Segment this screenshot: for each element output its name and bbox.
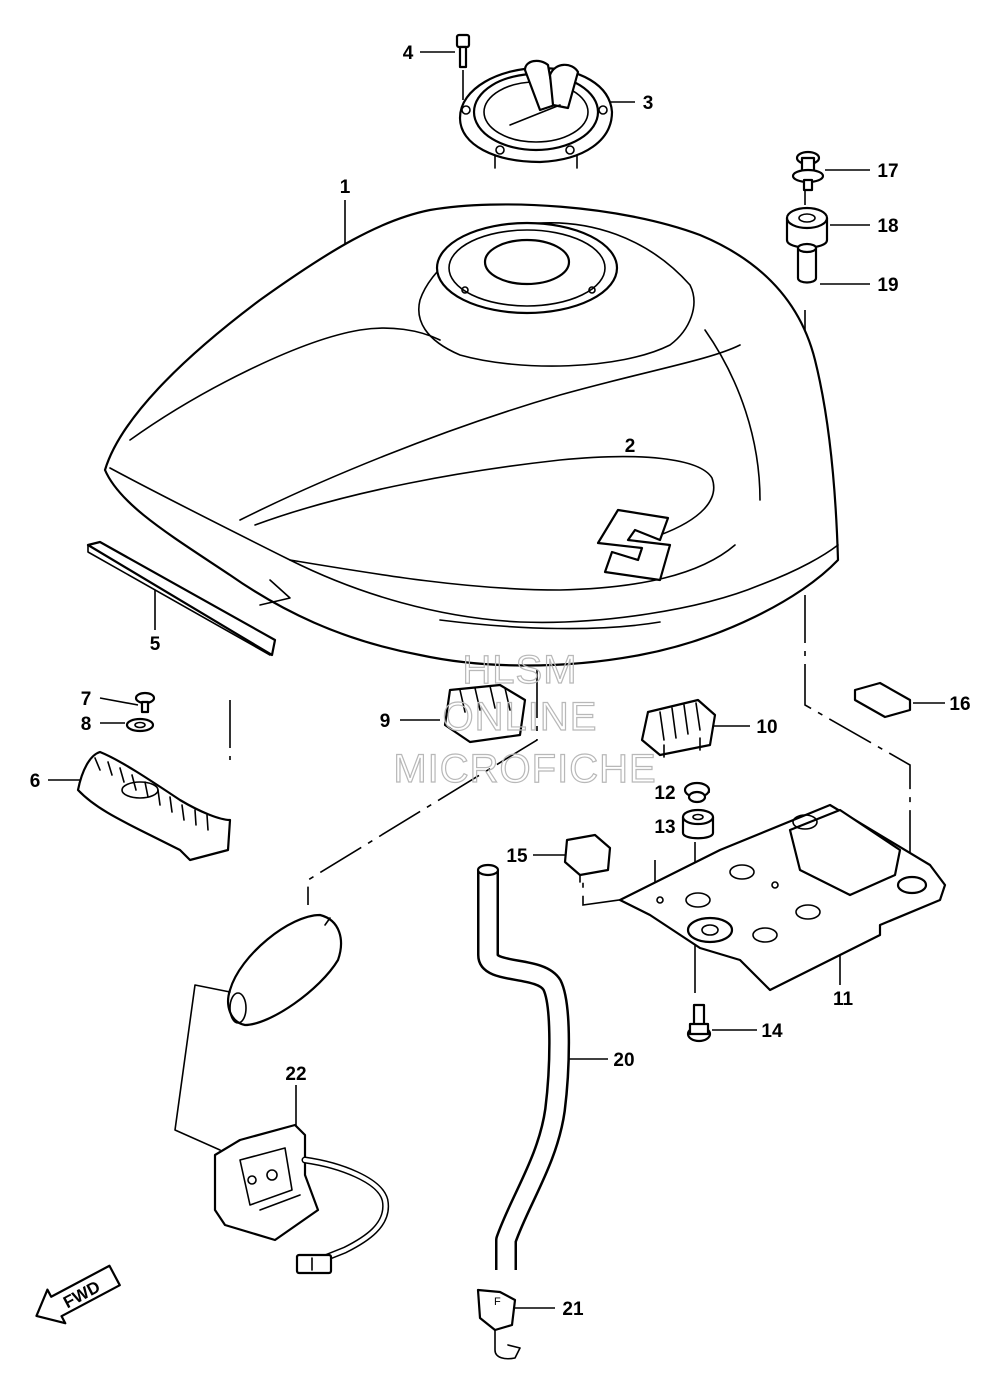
callout-13: 13 <box>654 817 675 838</box>
clip <box>563 833 612 883</box>
callout-9: 9 <box>380 711 391 732</box>
cap-bolt <box>455 33 471 69</box>
cushion-strip <box>86 540 277 657</box>
watermark-line-3: MICROFICHE <box>393 747 656 791</box>
callout-16: 16 <box>949 694 970 715</box>
callout-14: 14 <box>761 1021 783 1042</box>
callout-22: 22 <box>285 1064 306 1085</box>
forward-direction-badge: FWD <box>35 1264 121 1325</box>
callout-1: 1 <box>340 177 351 198</box>
cushion-pad <box>853 681 912 719</box>
bolt-14 <box>686 1003 712 1043</box>
callout-5: 5 <box>150 634 161 655</box>
callout-8: 8 <box>81 714 92 735</box>
callout-12: 12 <box>654 783 675 804</box>
grommet <box>683 781 711 804</box>
svg-text:F: F <box>494 1296 501 1308</box>
washer <box>125 717 155 733</box>
damper <box>681 808 715 840</box>
callout-20: 20 <box>613 1050 634 1071</box>
callout-10: 10 <box>756 717 777 738</box>
callout-7: 7 <box>81 689 92 710</box>
callout-2: 2 <box>625 436 636 457</box>
callout-4: 4 <box>403 43 414 64</box>
heat-shield <box>76 750 232 862</box>
callout-6: 6 <box>30 771 41 792</box>
fuel-tank <box>103 203 840 667</box>
tank-bracket <box>618 803 947 992</box>
collar <box>796 242 818 284</box>
fuel-level-gauge <box>174 913 390 1275</box>
watermark-line-2: ONLINE <box>443 695 598 739</box>
fuel-cap <box>458 59 614 169</box>
callout-18: 18 <box>877 216 898 237</box>
bolt-17 <box>791 150 825 192</box>
cushion-block-10 <box>640 698 717 758</box>
callout-3: 3 <box>643 93 654 114</box>
tank-emblem <box>596 508 672 582</box>
callout-labels: 1 2 3 4 5 6 7 8 9 10 11 12 13 14 15 16 1… <box>30 43 971 1320</box>
callout-19: 19 <box>877 275 898 296</box>
callout-21: 21 <box>562 1299 584 1320</box>
callout-17: 17 <box>877 161 898 182</box>
screw <box>134 691 156 714</box>
breather-hose <box>476 863 571 1270</box>
watermark-line-1: HLSM <box>462 648 577 692</box>
callout-11: 11 <box>833 989 854 1010</box>
watermark: HLSM ONLINE MICROFICHE <box>393 647 657 791</box>
rubber-mount <box>785 206 829 249</box>
hose-clip: F <box>476 1288 521 1360</box>
callout-15: 15 <box>506 846 528 867</box>
cushion-block-9 <box>443 683 527 744</box>
